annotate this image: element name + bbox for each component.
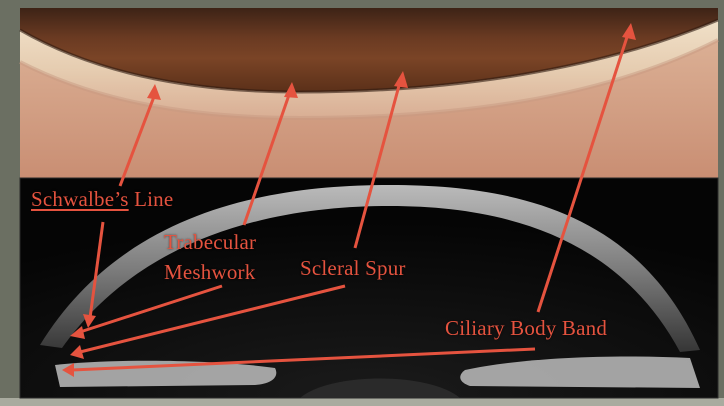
scleral-spur-label: Scleral Spur [300,258,406,279]
trabecular-label-line1: Trabecular [164,232,256,253]
ciliary-body-band-label: Ciliary Body Band [445,318,607,339]
schwalbes-word: Schwalbe’s [31,187,129,211]
line-word: Line [129,187,174,211]
schwalbes-line-label: Schwalbe’s Line [31,189,173,210]
oct-scan [20,178,718,398]
trabecular-label-line2: Meshwork [164,262,255,283]
gonioscopy-photo [20,8,718,178]
